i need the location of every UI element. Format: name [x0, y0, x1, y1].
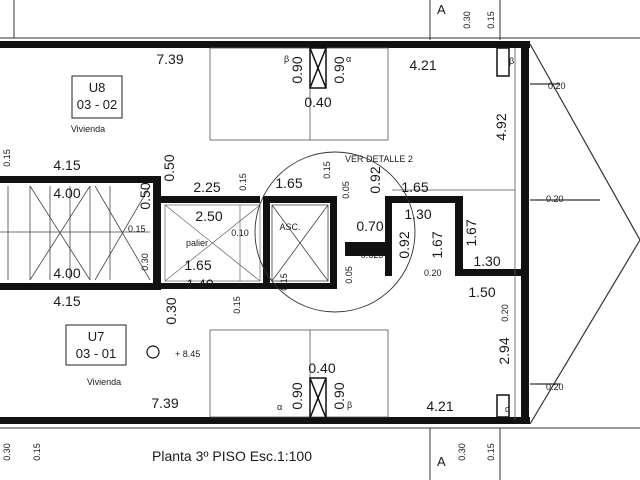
- dim-duct-070: 0.70: [356, 218, 383, 234]
- dim-core-030-b: 0.30: [163, 297, 179, 324]
- dim-top-left: 7.39: [156, 51, 183, 67]
- dim-duct-167-b: 1.67: [463, 219, 479, 246]
- dim-core-165-b: 1.65: [184, 257, 211, 273]
- dim-core-030-a: 0.30: [140, 253, 150, 271]
- dim-core-165-a: 1.65: [275, 175, 302, 191]
- dim-core-165-c: 1.65: [401, 179, 428, 195]
- unit-u8-code: 03 - 02: [77, 97, 117, 112]
- dim-small-020-a: 0.20: [548, 81, 566, 91]
- dim-400-top: 4.00: [53, 185, 80, 201]
- beta-right-top: β: [509, 56, 514, 66]
- elevator-shaft: [271, 204, 329, 282]
- dim-415-bottom: 4.15: [53, 293, 80, 309]
- unit-label-boxes: [65, 75, 127, 366]
- dim-small-top-015: 0.15: [486, 11, 496, 29]
- dim-small-020-b: 0.20: [546, 194, 564, 204]
- landing-hatch: [164, 204, 261, 282]
- unit-u7-name: U7: [88, 329, 105, 344]
- dim-duct-150: 1.50: [468, 284, 495, 300]
- dim-small-005-a: 0.05: [341, 181, 351, 199]
- alpha-right-bottom: α: [505, 404, 510, 414]
- unit-u7-code: 03 - 01: [76, 346, 116, 361]
- dim-small-bottom-left-015: 0.15: [32, 443, 42, 461]
- dim-duct-130-a: 1.30: [404, 206, 431, 222]
- dim-win-090-b: 0.90: [331, 56, 347, 83]
- section-mark-top: A: [437, 2, 446, 17]
- dim-small-015-stair: 0.15: [128, 224, 146, 234]
- elevator-label: ASC.: [279, 222, 300, 232]
- dim-core-250: 2.50: [195, 208, 222, 224]
- dim-duct-0625: 0.625: [361, 250, 384, 260]
- beta-top: β: [284, 54, 289, 64]
- dim-core-050-b: 0.50: [137, 182, 153, 209]
- stair-walls: [0, 176, 525, 290]
- alpha-bottom: α: [277, 402, 282, 412]
- dim-core-010: 0.10: [231, 228, 249, 238]
- alpha-top: α: [346, 54, 351, 64]
- dim-small-bottom-030: 0.30: [457, 443, 467, 461]
- dim-right-lower: 2.94: [496, 337, 512, 364]
- stair-hatch: [0, 185, 151, 281]
- dim-small-015-bottom-b: 0.15: [279, 273, 289, 291]
- dim-core-050-a: 0.50: [161, 154, 177, 181]
- dim-415-top: 4.15: [53, 157, 80, 173]
- unit-u8-use: Vivienda: [71, 124, 105, 134]
- dim-small-015-bottom-a: 0.15: [232, 296, 242, 314]
- dim-small-top-030: 0.30: [462, 11, 472, 29]
- dim-small-020-e: 0.20: [500, 304, 510, 322]
- dim-small-bottom-015: 0.15: [486, 443, 496, 461]
- dim-small-015-core: 0.15: [238, 173, 248, 191]
- dim-bottom-right: 4.21: [426, 398, 453, 414]
- dim-duct-092-a: 0.92: [367, 166, 383, 193]
- detail-label: VER DETALLE 2: [345, 154, 413, 164]
- bottom-margin-lines: [0, 427, 640, 480]
- top-margin-lines: [0, 0, 640, 40]
- beta-bottom: β: [347, 400, 352, 410]
- dim-top-right: 4.21: [409, 57, 436, 73]
- unit-u7-use: Vivienda: [87, 377, 121, 387]
- dim-win-090-d: 0.90: [331, 382, 347, 409]
- dim-small-005-b: 0.05: [344, 266, 354, 284]
- window-frames: [309, 47, 510, 419]
- landing-label: palier: [186, 238, 208, 248]
- dim-win-090-c: 0.90: [289, 382, 305, 409]
- plan-title: Planta 3º PISO Esc.1:100: [152, 448, 312, 464]
- property-line: [529, 43, 640, 425]
- dim-duct-092-b: 0.92: [396, 231, 412, 258]
- dim-400-bottom: 4.00: [53, 265, 80, 281]
- level-symbol: [146, 345, 160, 359]
- dim-bottom-left: 7.39: [151, 395, 178, 411]
- unit-u8-name: U8: [89, 80, 106, 95]
- dim-small-020-d: 0.20: [424, 268, 442, 278]
- dim-small-015-asc: 0.15: [322, 161, 332, 179]
- dim-duct-167-a: 1.67: [429, 231, 445, 258]
- detail-circle: [254, 151, 416, 313]
- dim-core-225: 2.25: [193, 179, 220, 195]
- dim-core-140: 1.40: [186, 276, 213, 292]
- dim-win-040-bottom: 0.40: [308, 360, 335, 376]
- dim-small-020-c: 0.20: [546, 382, 564, 392]
- section-mark-bottom: A: [437, 454, 446, 469]
- level-mark: + 8.45: [175, 349, 200, 359]
- exterior-walls: [0, 41, 530, 424]
- dim-duct-130-b: 1.30: [473, 253, 500, 269]
- dim-win-040-top: 0.40: [304, 94, 331, 110]
- dim-small-bottom-left-030: 0.30: [2, 443, 12, 461]
- dim-small-left-015: 0.15: [2, 149, 12, 167]
- dim-win-090-a: 0.90: [289, 56, 305, 83]
- dim-right-upper: 4.92: [493, 113, 509, 140]
